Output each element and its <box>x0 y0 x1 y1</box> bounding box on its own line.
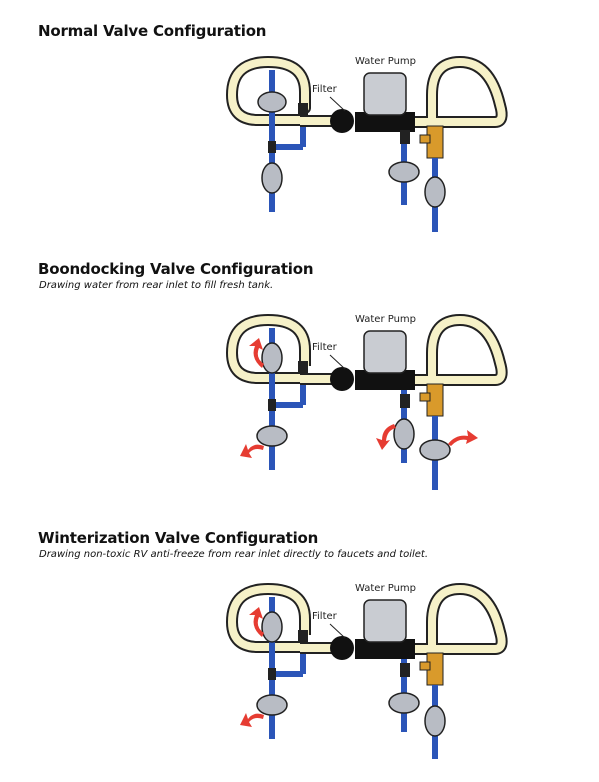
section-title: Boondocking Valve Configuration <box>38 260 314 278</box>
valve-icon <box>261 162 283 194</box>
fitting <box>419 134 431 144</box>
normal-configuration-section: Normal Valve Configuration <box>0 0 599 260</box>
filter-icon <box>330 636 354 660</box>
section-title: Winterization Valve Configuration <box>38 529 319 547</box>
fitting <box>355 112 415 132</box>
pump-icon <box>363 599 407 643</box>
boondocking-configuration-section: Boondocking Valve Configuration Drawing … <box>0 258 599 518</box>
filter-icon <box>330 367 354 391</box>
pump-label: Water Pump <box>355 56 416 67</box>
plumbing-diagram-winterization: Filter Water Pump <box>225 582 508 759</box>
fitting <box>298 103 308 115</box>
valve-icon <box>424 176 446 208</box>
hose-segment <box>227 584 309 651</box>
hose-segment <box>227 57 309 124</box>
valve-icon <box>256 425 288 447</box>
fitting <box>400 663 410 677</box>
pipe-segment <box>329 354 346 370</box>
flow-arrow-icon <box>249 607 264 637</box>
fitting <box>268 399 276 411</box>
section-subtitle: Drawing water from rear inlet to fill fr… <box>39 280 274 291</box>
fitting <box>419 392 431 402</box>
valve-icon <box>256 694 288 716</box>
filter-label: Filter <box>312 611 338 622</box>
flow-arrow-icon <box>240 444 264 458</box>
filter-icon <box>330 109 354 133</box>
section-title: Normal Valve Configuration <box>38 22 267 40</box>
plumbing-diagram-normal: Filter Water Pump <box>225 55 508 232</box>
winterization-valve-diagram: Filter Water Pump <box>225 582 508 759</box>
pump-label: Water Pump <box>355 314 416 325</box>
valve-icon <box>388 161 420 183</box>
pipe-segment <box>329 623 346 639</box>
winterization-configuration-section: Winterization Valve Configuration Drawin… <box>0 527 599 782</box>
fitting <box>268 668 276 680</box>
flow-arrow-icon <box>448 430 478 446</box>
hose-segment <box>415 57 506 126</box>
pump-icon <box>363 330 407 374</box>
boondocking-valve-diagram: Filter Water Pump <box>225 313 508 490</box>
fitting <box>355 639 415 659</box>
flow-arrow-icon <box>376 424 396 450</box>
valve-icon <box>424 705 446 737</box>
valve-icon <box>388 692 420 714</box>
fitting <box>298 630 308 642</box>
filter-label: Filter <box>312 84 338 95</box>
pipe-segment <box>329 96 346 112</box>
plumbing-diagram-boondocking: Filter Water Pump <box>225 313 508 490</box>
valve-icon <box>261 611 283 643</box>
fitting <box>400 394 410 408</box>
pump-icon <box>363 72 407 116</box>
valve-icon <box>261 342 283 374</box>
section-subtitle: Drawing non-toxic RV anti-freeze from re… <box>39 549 429 560</box>
hose-segment <box>415 315 506 384</box>
flow-arrow-icon <box>240 713 264 727</box>
flow-arrow-icon <box>249 338 264 368</box>
fitting <box>400 130 410 144</box>
valve-icon <box>419 439 451 461</box>
fitting <box>419 661 431 671</box>
filter-label: Filter <box>312 342 338 353</box>
fitting <box>268 141 276 153</box>
hose-segment <box>227 315 309 382</box>
fitting <box>298 361 308 373</box>
normal-valve-diagram: Filter Water Pump <box>225 55 508 232</box>
pump-label: Water Pump <box>355 583 416 594</box>
hose-segment <box>415 584 506 653</box>
fitting <box>355 370 415 390</box>
valve-icon <box>393 418 415 450</box>
valve-icon <box>257 91 287 113</box>
